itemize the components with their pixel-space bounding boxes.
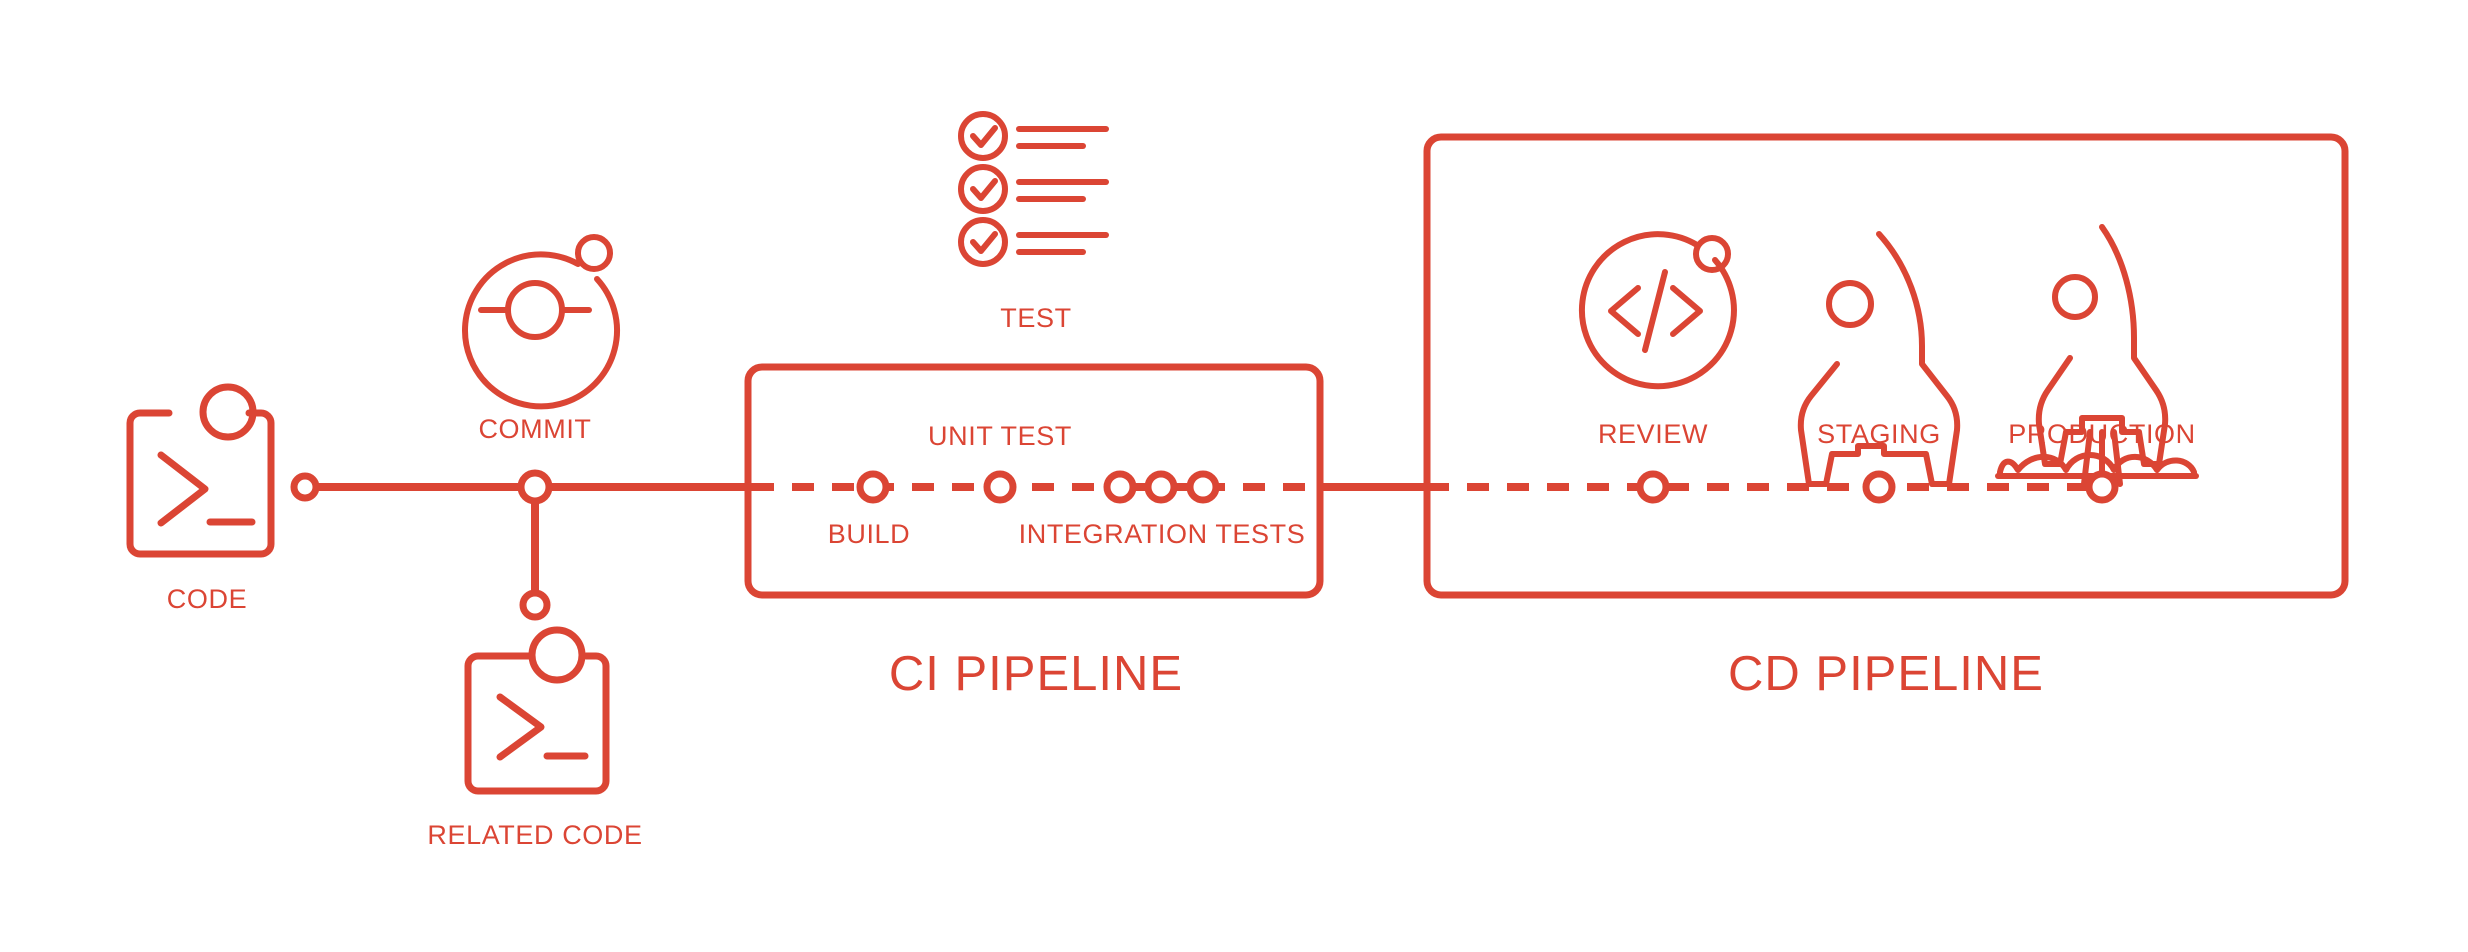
test-checkmark-1-icon xyxy=(970,125,998,148)
test-checkmark-2-icon xyxy=(970,178,998,201)
ci-pipeline-frame xyxy=(744,363,1324,599)
staging-rocket-body-icon xyxy=(1797,231,1961,487)
review-circle-icon xyxy=(1578,231,1737,390)
code-icon-group xyxy=(126,383,275,558)
production-rocket-body-icon xyxy=(2035,224,2169,467)
test-checkmark-3-icon xyxy=(970,231,998,254)
ci-pipeline-title: CI PIPELINE xyxy=(889,647,1183,701)
integration-tests-label: INTEGRATION TESTS xyxy=(1019,519,1306,549)
test-check-circle-1-icon xyxy=(958,111,1008,161)
review-satellite-circle-icon xyxy=(1693,235,1731,273)
related-code-label: RELATED CODE xyxy=(427,820,642,850)
production-label: PRODUCTION xyxy=(2008,419,2196,449)
test-label: TEST xyxy=(1000,303,1071,333)
node-unit-test[interactable] xyxy=(983,470,1017,504)
terminal-window-shape xyxy=(126,409,275,558)
cd-pipeline-box xyxy=(1423,133,2349,599)
node-production[interactable] xyxy=(2085,470,2119,504)
code-label: CODE xyxy=(167,584,247,614)
node-source-start[interactable] xyxy=(290,472,320,502)
production-smoke-cloud-icon xyxy=(1997,452,2197,479)
review-bracket-left-icon xyxy=(1608,285,1641,337)
cd-pipeline-frame xyxy=(1423,133,2349,599)
production-rocket-launch-icon-group xyxy=(1995,224,2199,490)
commit-satellite-circle-icon xyxy=(575,234,613,272)
build-label: BUILD xyxy=(828,519,911,549)
commit-dot-icon xyxy=(505,280,565,340)
review-bracket-right-icon xyxy=(1670,285,1703,337)
review-slash-icon xyxy=(1642,269,1668,353)
staging-rocket-porthole-icon xyxy=(1826,280,1874,328)
test-check-circle-2-icon xyxy=(958,164,1008,214)
node-commit[interactable] xyxy=(517,469,553,505)
prompt-chevron-icon xyxy=(157,451,209,527)
node-integration-test-2[interactable] xyxy=(1144,470,1178,504)
related-code-badge-circle-icon xyxy=(528,626,586,684)
review-icon-group xyxy=(1578,231,1737,390)
review-label: REVIEW xyxy=(1598,419,1708,449)
ci-pipeline-box xyxy=(744,363,1324,599)
test-check-circle-3-icon xyxy=(958,217,1008,267)
cd-pipeline-title: CD PIPELINE xyxy=(1728,647,2044,701)
code-badge-circle-icon xyxy=(199,383,257,441)
commit-icon-group xyxy=(462,234,620,410)
staging-rocket-icon-group xyxy=(1797,231,1961,487)
related-terminal-window-shape xyxy=(464,652,610,795)
node-staging[interactable] xyxy=(1862,470,1896,504)
unit-test-label: UNIT TEST xyxy=(928,421,1072,451)
node-integration-test-1[interactable] xyxy=(1103,470,1137,504)
test-checklist-icon-group xyxy=(958,111,1109,267)
related-prompt-chevron-icon xyxy=(496,693,545,761)
node-build[interactable] xyxy=(856,470,890,504)
staging-label: STAGING xyxy=(1817,419,1941,449)
commit-label: COMMIT xyxy=(478,414,591,444)
node-integration-test-3[interactable] xyxy=(1186,470,1220,504)
node-review[interactable] xyxy=(1636,470,1670,504)
related-code-icon-group xyxy=(464,626,610,795)
node-related-code[interactable] xyxy=(519,589,551,621)
production-rocket-porthole-icon xyxy=(2052,274,2098,320)
commit-orbit-circle-icon xyxy=(462,251,620,410)
